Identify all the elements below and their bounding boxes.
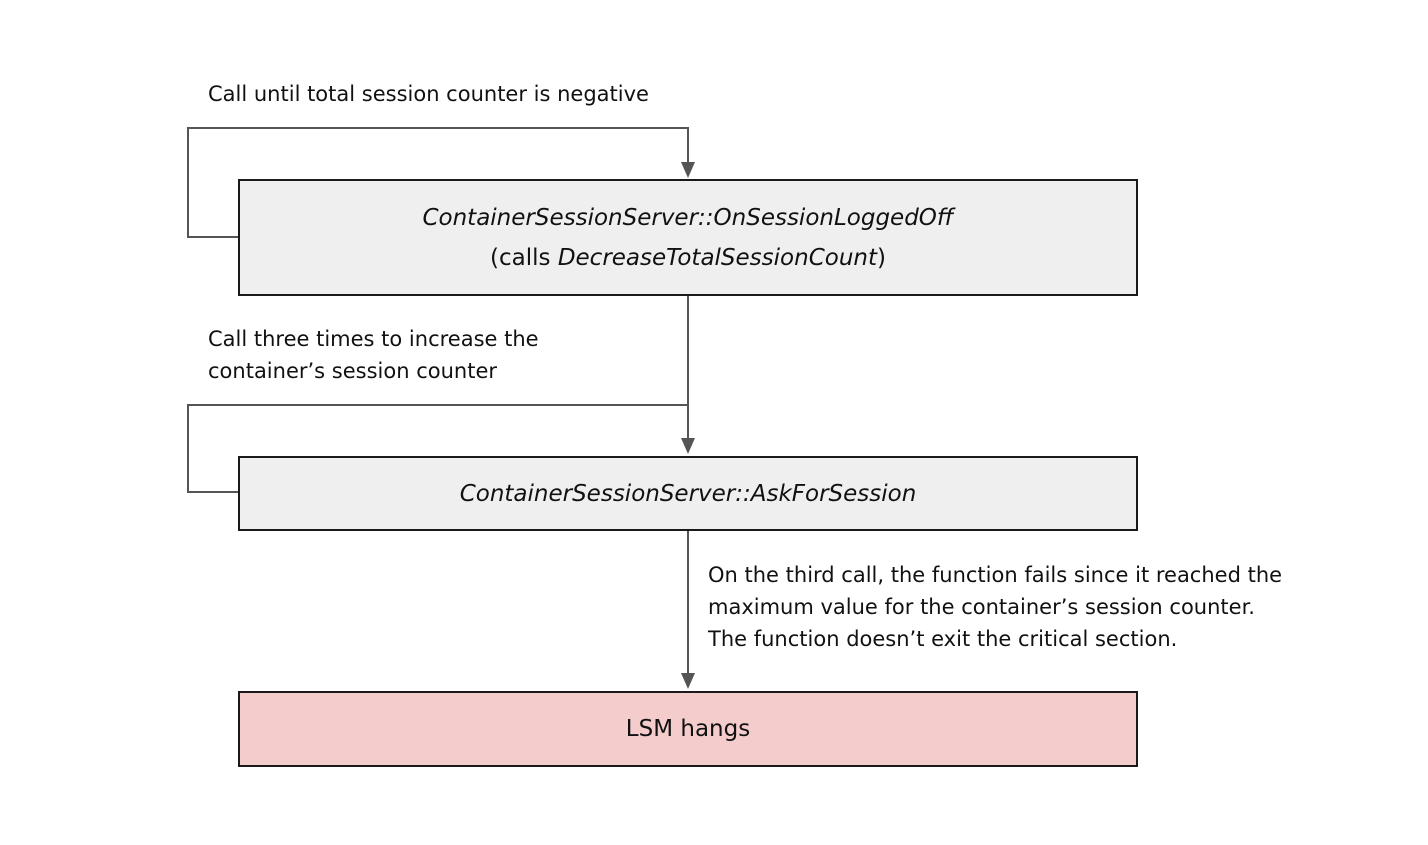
note-loop-mid-line-2: container’s session counter	[208, 359, 498, 383]
loop-connector-top	[187, 127, 689, 238]
note-loop-top: Call until total session counter is nega…	[208, 78, 649, 110]
box-ask-for-session-title: ContainerSessionServer::AskForSession	[459, 480, 917, 507]
box-on-session-logged-off: ContainerSessionServer::OnSessionLoggedO…	[238, 179, 1138, 296]
note-fail-line-2: maximum value for the container’s sessio…	[708, 595, 1255, 619]
box-on-session-logged-off-subtitle: (calls DecreaseTotalSessionCount)	[490, 238, 886, 278]
subtitle-suffix: )	[877, 244, 886, 271]
loop-connector-mid	[187, 404, 688, 493]
box-on-session-logged-off-title: ContainerSessionServer::OnSessionLoggedO…	[422, 204, 954, 231]
box-lsm-hangs: LSM hangs	[238, 691, 1138, 767]
note-fail-line-3: The function doesn’t exit the critical s…	[708, 627, 1178, 651]
arrowhead-into-hang	[681, 673, 695, 689]
note-fail-line-1: On the third call, the function fails si…	[708, 563, 1283, 587]
box-ask-for-session: ContainerSessionServer::AskForSession	[238, 456, 1138, 531]
box-lsm-hangs-label: LSM hangs	[625, 716, 751, 742]
note-fail: On the third call, the function fails si…	[708, 559, 1282, 655]
note-loop-top-text: Call until total session counter is nega…	[208, 82, 649, 106]
note-loop-mid: Call three times to increase the contain…	[208, 323, 539, 387]
note-loop-mid-line-1: Call three times to increase the	[208, 327, 539, 351]
arrowhead-into-ask	[681, 438, 695, 454]
arrowhead-into-loggedoff	[681, 162, 695, 178]
subtitle-prefix: (calls	[490, 244, 558, 271]
subtitle-function: DecreaseTotalSessionCount	[557, 244, 877, 271]
